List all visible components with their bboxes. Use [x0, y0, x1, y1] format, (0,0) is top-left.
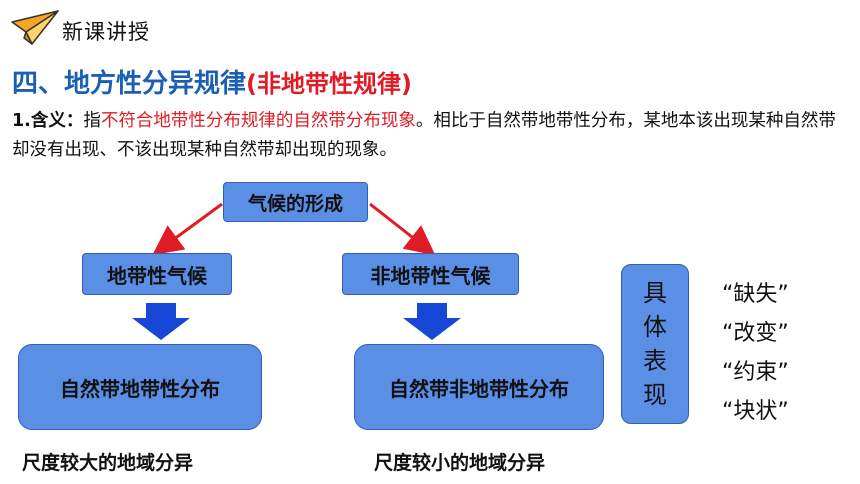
section-title-paren: (非地带性规律)	[246, 70, 412, 98]
manifestation-char: 表	[643, 347, 667, 375]
arrow-to-zonal-climate	[152, 202, 223, 256]
down-arrow-zonal	[132, 303, 190, 340]
manifestation-char: 现	[643, 381, 667, 409]
example-change: “改变”	[722, 321, 789, 346]
section-title-main: 四、地方性分异规律	[12, 69, 247, 99]
azonal-climate-box: 非地带性气候	[342, 253, 519, 295]
zonal-climate-box: 地带性气候	[82, 253, 232, 295]
definition-text: 1.含义：指不符合地带性分布规律的自然带分布现象。相比于自然带地带性分布，某地本…	[12, 107, 852, 165]
manifestation-box: 具 体 表 现	[621, 264, 689, 424]
section-title: 四、地方性分异规律(非地带性规律)	[12, 63, 412, 100]
definition-lead: 指	[83, 111, 101, 131]
header-title: 新课讲授	[62, 20, 150, 44]
paper-plane-icon	[11, 10, 59, 45]
example-missing: “缺失”	[722, 282, 789, 307]
caption-large-scale: 尺度较大的地域分异	[22, 452, 194, 474]
down-arrow-azonal	[403, 303, 461, 340]
zonal-distribution-box: 自然带地带性分布	[18, 344, 262, 430]
azonal-distribution-box: 自然带非地带性分布	[354, 344, 604, 430]
caption-small-scale: 尺度较小的地域分异	[374, 452, 546, 474]
example-block: “块状”	[722, 399, 789, 424]
example-constraint: “约束”	[722, 360, 789, 385]
definition-rest: 。相比于自然带地带性分布，某地本该出现某种自然带却没有出现、不该出现某种自然带却…	[12, 111, 836, 160]
header-bar: 新课讲授	[0, 0, 860, 56]
manifestation-char: 具	[643, 279, 667, 307]
manifestation-char: 体	[643, 313, 667, 341]
climate-formation-box: 气候的形成	[223, 182, 368, 222]
definition-highlight: 不符合地带性分布规律的自然带分布现象	[100, 111, 416, 131]
definition-label: 1.含义：	[12, 111, 84, 131]
arrow-to-azonal-climate	[369, 202, 436, 256]
